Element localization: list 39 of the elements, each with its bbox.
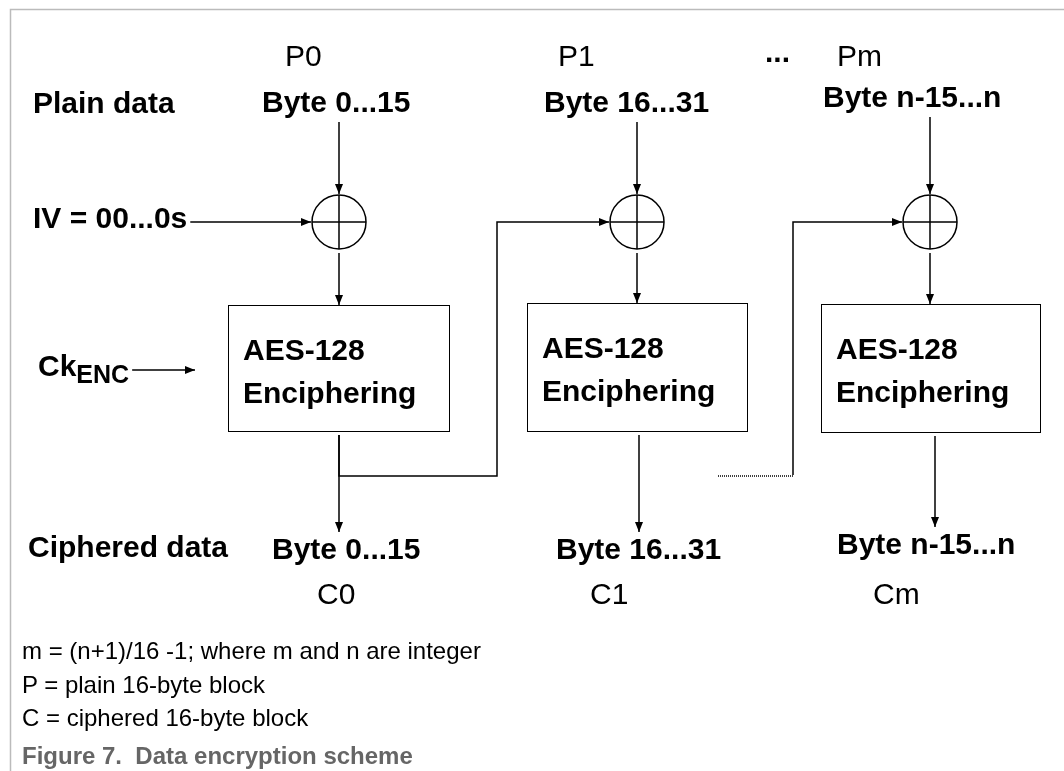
figure-caption: Figure 7. Data encryption scheme [22, 742, 413, 770]
byte-range-label: Byte 16...31 [556, 532, 722, 567]
block-label: P0 [285, 39, 322, 74]
note-text: m = (n+1)/16 -1; where m and n are integer [22, 637, 481, 665]
cipher-block: AES-128 Enciphering [228, 305, 450, 432]
arrow [635, 434, 643, 533]
xor-symbol [609, 194, 665, 250]
cipher-block: AES-128 Enciphering [527, 303, 748, 432]
arrow [926, 116, 934, 195]
key-label: Ck$_{ENC}$ [38, 349, 130, 389]
block-label: Pm [837, 39, 882, 74]
arrow [131, 366, 196, 374]
xor-symbol [902, 194, 958, 250]
input-label: IV = 00...0s [33, 201, 188, 236]
arrow [335, 252, 343, 306]
block-label: C0 [317, 576, 356, 611]
arrow [338, 218, 610, 477]
cipher-block: AES-128 Enciphering [821, 304, 1041, 433]
byte-range-label: Byte 0...15 [262, 84, 411, 119]
note-text: C = ciphered 16-byte block [22, 704, 309, 732]
byte-range-label: Byte 0...15 [272, 532, 421, 567]
row-label: Plain data [33, 86, 175, 121]
arrow [931, 435, 939, 528]
arrow [926, 252, 934, 305]
ellipsis: ... [765, 35, 790, 70]
arrow [633, 121, 641, 195]
arrow [717, 218, 903, 477]
block-label: C1 [590, 576, 629, 611]
byte-range-label: Byte n-15...n [837, 527, 1016, 562]
row-label: Ciphered data [28, 530, 229, 565]
byte-range-label: Byte 16...31 [544, 84, 710, 119]
block-label: Cm [873, 576, 920, 611]
arrow [335, 121, 343, 195]
xor-symbol [311, 194, 367, 250]
note-text: P = plain 16-byte block [22, 671, 266, 699]
arrow [189, 218, 312, 226]
arrow [633, 252, 641, 304]
byte-range-label: Byte n-15...n [823, 79, 1002, 114]
block-label: P1 [558, 39, 595, 74]
